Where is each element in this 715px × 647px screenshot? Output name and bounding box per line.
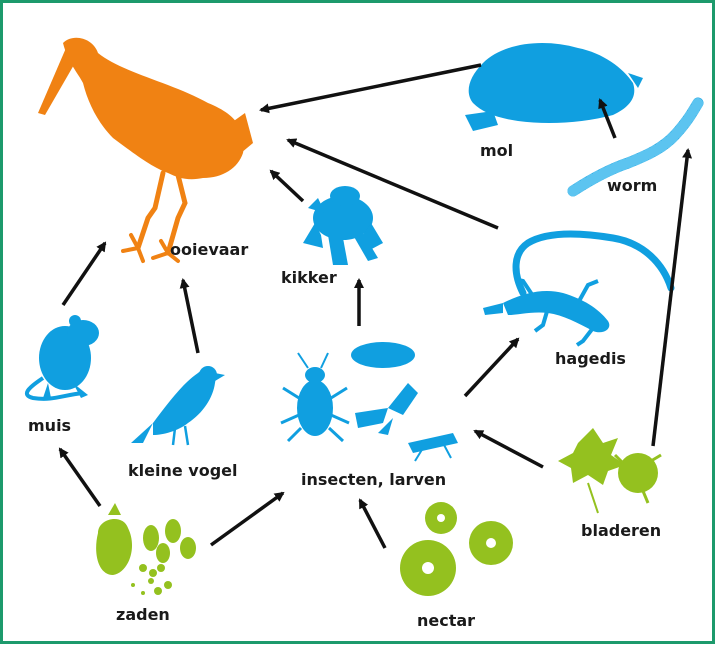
label-nectar: nectar <box>417 611 475 630</box>
mole-silhouette <box>465 43 643 131</box>
insects-silhouettes <box>281 342 458 461</box>
label-muis: muis <box>28 416 71 435</box>
lizard-silhouette <box>483 234 671 345</box>
arrow-mol-to-ooievaar <box>261 65 481 110</box>
label-zaden: zaden <box>116 605 170 624</box>
arrow-zaden-to-insecten <box>211 493 283 545</box>
label-kikker: kikker <box>281 268 337 287</box>
arrow-zaden-to-muis <box>60 449 100 506</box>
arrow-insecten-to-hagedis <box>465 339 518 396</box>
mouse-silhouette <box>27 315 99 399</box>
food-web-graphic <box>3 3 715 647</box>
arrow-muis-to-ooievaar <box>63 243 105 305</box>
frog-silhouette <box>303 186 383 265</box>
nectar-flowers <box>400 502 513 596</box>
label-insecten: insecten, larven <box>301 470 446 489</box>
label-mol: mol <box>480 141 513 160</box>
label-kleine-vogel: kleine vogel <box>128 461 237 480</box>
label-hagedis: hagedis <box>555 349 626 368</box>
label-bladeren: bladeren <box>581 521 661 540</box>
arrow-vogel-to-ooievaar <box>183 280 198 353</box>
seeds-silhouettes <box>96 503 196 595</box>
arrow-nectar-to-insecten <box>360 500 385 548</box>
label-worm: worm <box>607 176 657 195</box>
label-ooievaar: ooievaar <box>170 240 248 259</box>
arrow-kikker-to-ooievaar <box>271 171 303 201</box>
arrow-bladeren-to-insecten <box>475 431 543 467</box>
arrow-bladeren-to-worm <box>653 150 688 446</box>
small-bird-silhouette <box>131 366 225 445</box>
stork-silhouette <box>38 38 253 261</box>
leaves-silhouettes <box>558 428 661 513</box>
